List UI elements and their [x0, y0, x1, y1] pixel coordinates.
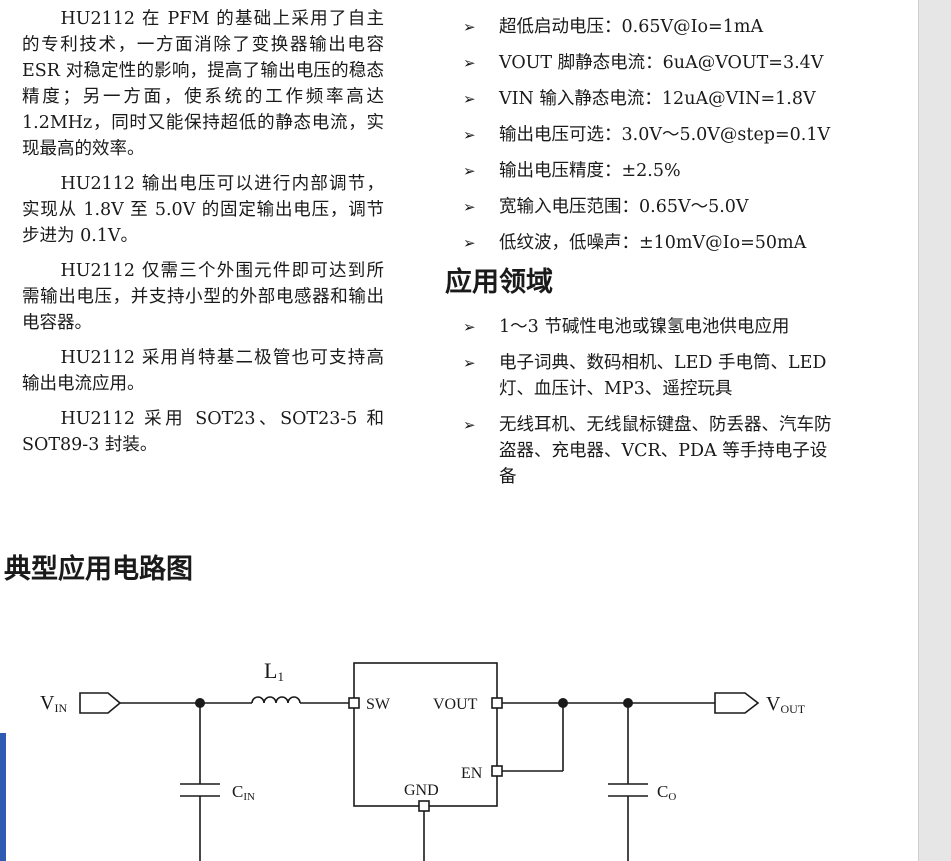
circuit-diagram: VIN VOUT L1 CIN CO SW VOUT EN GND: [40, 658, 806, 861]
feature-text: 超低启动电压：0.65V@Io=1mA: [499, 17, 764, 37]
vout-port: [714, 692, 760, 714]
features-column: ➢ 超低启动电压：0.65V@Io=1mA ➢ VOUT 脚静态电流：6uA@VOU…: [463, 14, 843, 266]
feature-text: 宽输入电压范围：0.65V～5.0V: [499, 197, 749, 217]
junction-dot: [558, 698, 568, 708]
junction-dot: [195, 698, 205, 708]
intro-paragraph: HU2112 采用肖特基二极管也可支持高输出电流应用。: [22, 348, 384, 394]
arrow-bullet-icon: ➢: [463, 234, 476, 252]
document-page: HU2112 在 PFM 的基础上采用了自主的专利技术，一方面消除了变换器输出电…: [0, 0, 918, 861]
application-text: 1～3 节碱性电池或镍氢电池供电应用: [499, 317, 790, 337]
feature-text: VIN 输入静态电流：12uA@VIN=1.8V: [499, 89, 816, 109]
vin-label: VIN: [40, 692, 67, 715]
list-item: ➢ 超低启动电压：0.65V@Io=1mA: [463, 14, 843, 50]
arrow-bullet-icon: ➢: [463, 126, 476, 144]
pin-sw-label: SW: [366, 696, 391, 713]
vout-label: VOUT: [766, 693, 806, 716]
inductor-symbol: [251, 696, 301, 704]
arrow-bullet-icon: ➢: [463, 416, 476, 434]
arrow-bullet-icon: ➢: [463, 90, 476, 108]
feature-text: VOUT 脚静态电流：6uA@VOUT=3.4V: [499, 53, 824, 73]
pin-en-square: [491, 765, 503, 777]
list-item: ➢ VOUT 脚静态电流：6uA@VOUT=3.4V: [463, 50, 843, 86]
vin-port: [79, 692, 122, 714]
pin-vout-label: VOUT: [433, 696, 478, 713]
pin-gnd-square: [418, 800, 430, 812]
arrow-bullet-icon: ➢: [463, 198, 476, 216]
intro-paragraph: HU2112 仅需三个外围元件即可达到所需输出电压，并支持小型的外部电感器和输出…: [22, 261, 384, 333]
arrow-bullet-icon: ➢: [463, 354, 476, 372]
feature-text: 输出电压精度：±2.5%: [499, 161, 681, 181]
junction-dot: [623, 698, 633, 708]
list-item: ➢ 无线耳机、无线鼠标键盘、防丢器、汽车防盗器、充电器、VCR、PDA 等手持电子…: [463, 412, 843, 490]
list-item: ➢ 输出电压可选：3.0V～5.0V@step=0.1V: [463, 122, 843, 158]
co-label: CO: [657, 782, 676, 803]
arrow-bullet-icon: ➢: [463, 162, 476, 180]
feature-text: 输出电压可选：3.0V～5.0V@step=0.1V: [499, 125, 831, 145]
list-item: ➢ 输出电压精度：±2.5%: [463, 158, 843, 194]
list-item: ➢ 低纹波，低噪声：±10mV@Io=50mA: [463, 230, 843, 266]
list-item: ➢ 宽输入电压范围：0.65V～5.0V: [463, 194, 843, 230]
arrow-bullet-icon: ➢: [463, 318, 476, 336]
arrow-bullet-icon: ➢: [463, 18, 476, 36]
list-item: ➢ 电子词典、数码相机、LED 手电筒、LED 灯、血压计、MP3、遥控玩具: [463, 350, 843, 402]
pin-vout-square: [491, 697, 503, 709]
feature-text: 低纹波，低噪声：±10mV@Io=50mA: [499, 233, 807, 253]
list-item: ➢ 1～3 节碱性电池或镍氢电池供电应用: [463, 314, 843, 340]
pin-gnd-label: GND: [404, 782, 439, 799]
intro-paragraph: HU2112 输出电压可以进行内部调节，实现从 1.8V 至 5.0V 的固定输…: [22, 174, 384, 246]
applications-heading: 应用领域: [445, 267, 553, 298]
pin-sw-square: [348, 697, 360, 709]
inductor-label: L1: [264, 658, 284, 684]
feature-list: ➢ 超低启动电压：0.65V@Io=1mA ➢ VOUT 脚静态电流：6uA@VOU…: [463, 14, 843, 266]
pin-en-label: EN: [461, 765, 483, 782]
intro-paragraph: HU2112 在 PFM 的基础上采用了自主的专利技术，一方面消除了变换器输出电…: [22, 9, 384, 159]
intro-text-column: HU2112 在 PFM 的基础上采用了自主的专利技术，一方面消除了变换器输出电…: [22, 6, 384, 467]
applications-column: ➢ 1～3 节碱性电池或镍氢电池供电应用 ➢ 电子词典、数码相机、LED 手电筒、L…: [463, 314, 843, 500]
application-text: 无线耳机、无线鼠标键盘、防丢器、汽车防盗器、充电器、VCR、PDA 等手持电子设…: [499, 415, 832, 487]
cin-label: CIN: [232, 782, 255, 803]
intro-paragraph: HU2112 采用 SOT23、SOT23-5 和 SOT89-3 封装。: [22, 409, 384, 455]
circuit-heading: 典型应用电路图: [4, 554, 193, 585]
viewer-gutter: [918, 0, 951, 861]
sidebar-edge-strip: [0, 733, 6, 861]
list-item: ➢ VIN 输入静态电流：12uA@VIN=1.8V: [463, 86, 843, 122]
application-list: ➢ 1～3 节碱性电池或镍氢电池供电应用 ➢ 电子词典、数码相机、LED 手电筒、L…: [463, 314, 843, 490]
arrow-bullet-icon: ➢: [463, 54, 476, 72]
application-text: 电子词典、数码相机、LED 手电筒、LED 灯、血压计、MP3、遥控玩具: [499, 353, 827, 399]
